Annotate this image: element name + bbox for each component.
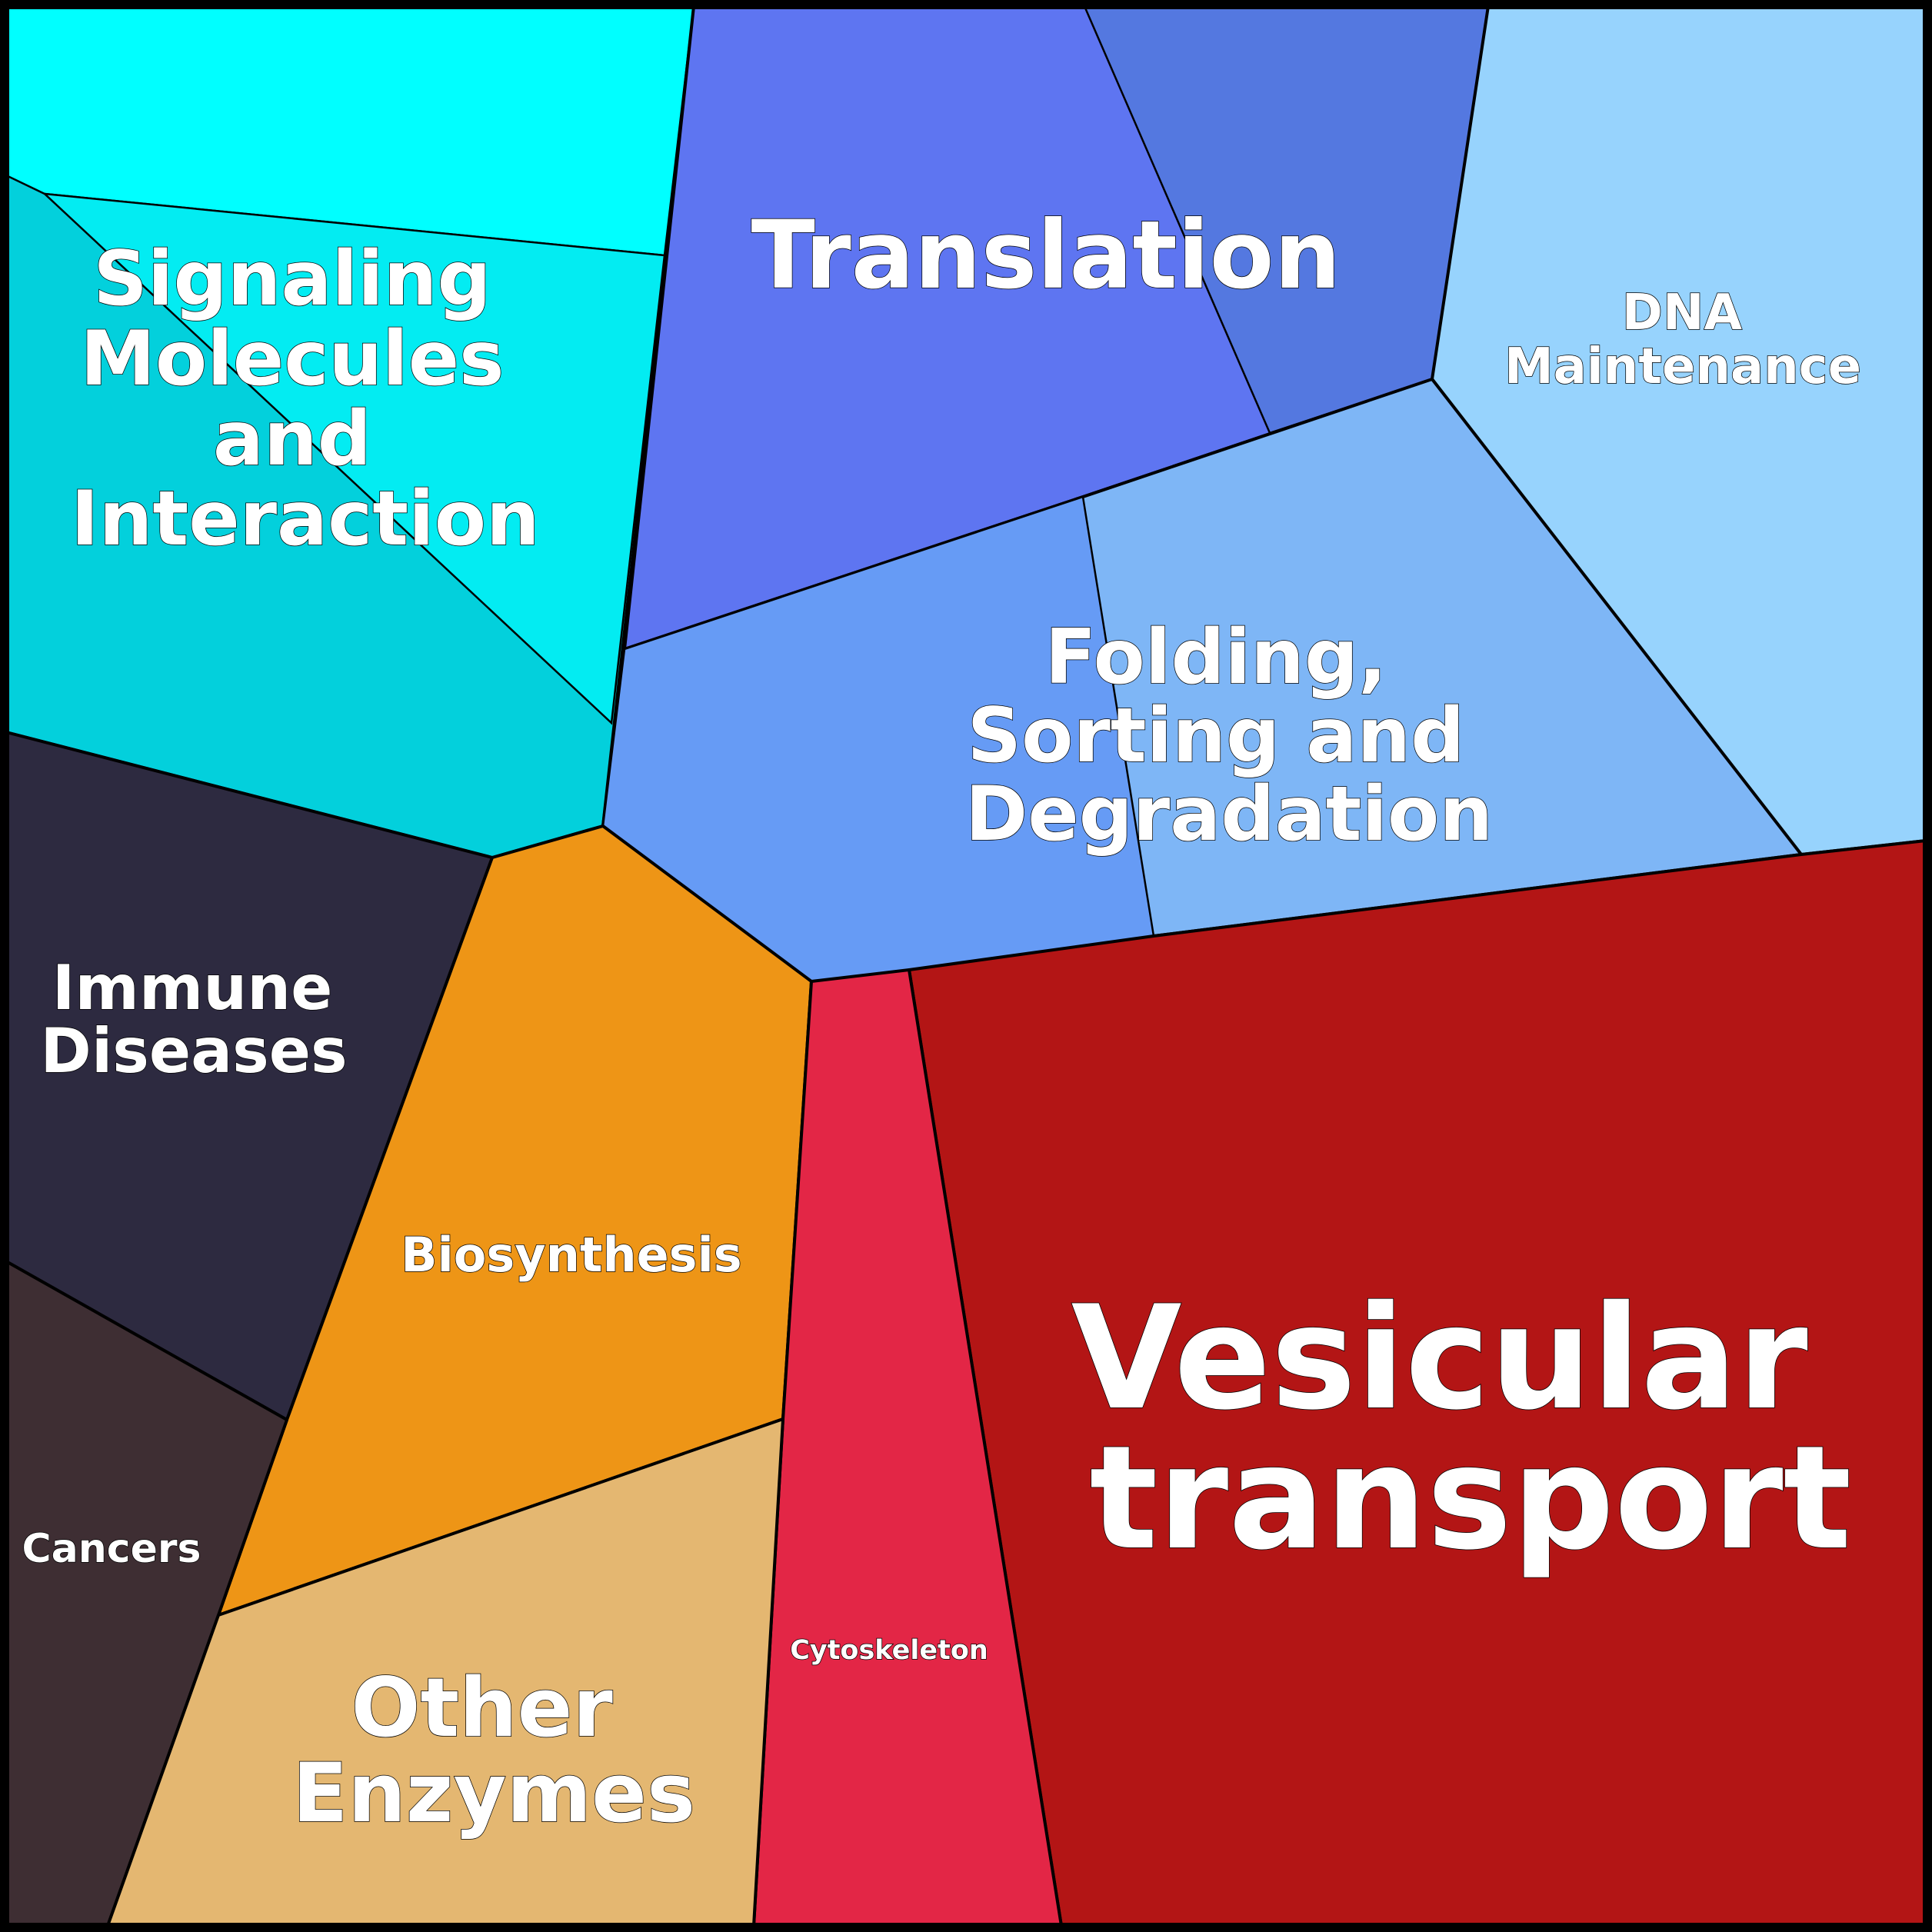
cell-biosynthesis[interactable]: Biosynthesis: [217, 824, 813, 1617]
label-other-enzymes: Other Enzymes: [292, 1661, 695, 1840]
label-signaling-molecules: Signaling Molecules and Interaction: [71, 235, 540, 563]
cell-cytoskeleton[interactable]: Cytoskeleton: [752, 968, 1063, 1927]
sub-cell-signaling-middle: [42, 192, 666, 725]
cell-signaling-molecules-and-interaction[interactable]: Signaling Molecules and Interaction: [5, 5, 695, 859]
label-biosynthesis: Biosynthesis: [401, 1227, 741, 1283]
label-vesicular-transport: Vesicular transport: [1071, 1274, 1858, 1581]
cell-other-enzymes[interactable]: Other Enzymes: [106, 1417, 784, 1927]
label-folding-sorting: Folding, Sorting and Degradation: [965, 614, 1493, 858]
label-translation: Translation: [751, 201, 1341, 310]
label-dna-maintenance: DNA Maintenance: [1504, 285, 1861, 395]
label-immune-diseases: Immune Diseases: [40, 952, 354, 1087]
label-cytoskeleton: Cytoskeleton: [790, 1635, 988, 1666]
cell-immune-diseases[interactable]: Immune Diseases: [5, 731, 494, 1421]
cell-cancers[interactable]: Cancers: [5, 1260, 288, 1927]
label-cancers: Cancers: [22, 1526, 202, 1572]
cell-vesicular-transport[interactable]: Vesicular transport: [908, 839, 1927, 1927]
